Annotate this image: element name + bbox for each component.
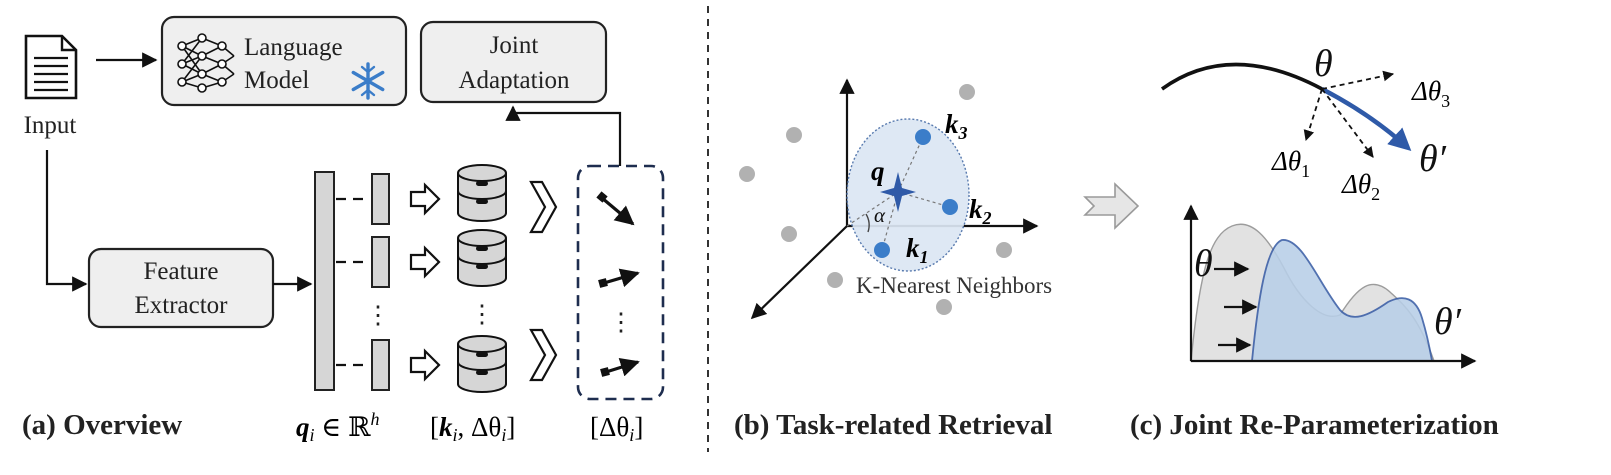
q-point-label: q [871,156,885,186]
delta-theta-3-label: Δθ3 [1411,76,1450,111]
document-icon [24,34,78,100]
caption-a: (a) Overview [22,409,182,441]
joint-adaptation-label-line2: Adaptation [458,67,570,94]
hollow-arrow-icon [409,245,441,279]
delta-vector-3 [1321,70,1395,90]
query-sub-vector [371,236,390,288]
caption-b: (b) Task-related Retrieval [734,409,1052,441]
input-label: Input [24,112,77,139]
feature-extractor-label-line2: Extractor [134,292,228,319]
ellipsis-query: ⋮ [366,302,391,329]
joint-adaptation-label-line1: Joint [490,32,539,59]
shifted-distribution [1251,239,1434,362]
delta-vector-1 [1303,88,1323,142]
selected-deltas-box [576,164,665,401]
q-label: qi ∈ ℝh [296,409,379,445]
delta-list-label: [Δθi] [590,412,643,445]
arrow-input-to-feature-extractor [45,150,88,292]
chevron-icon [529,180,558,234]
panel-b-retrieval: α q k3 k2 k1 K-Nearest Neighbors (b) Tas… [734,78,1052,441]
k-delta-label: [ki, Δθi] [430,412,515,445]
database-icon [457,335,507,393]
feature-extractor-box [87,247,275,329]
transition-arrow-icon [1083,182,1140,230]
query-star-icon [880,172,916,212]
delta-vector-2 [1321,88,1374,158]
language-model-label-line1: Language [244,34,343,61]
database-icon [457,229,507,287]
theta-label: θ [1314,43,1333,85]
chevron-icon [529,328,558,382]
knn-region [846,118,970,272]
parameter-trajectory [1160,62,1323,91]
joint-adaptation-box [419,20,608,104]
retrieval-row-1 [336,173,441,225]
ellipsis-database: ⋮ [470,301,495,328]
delta-arrow-icon [596,191,635,226]
neighbor-k3 [915,129,931,145]
neural-network-icon [177,33,235,93]
hollow-arrow-icon [409,182,441,216]
retrieval-row-3 [336,339,441,391]
query-sub-vector [371,173,390,225]
delta-theta-2-label: Δθ2 [1341,169,1380,204]
panel-c-reparam: θ Δθ3 Δθ1 Δθ2 θ′ θ θ′ (c) Joint Re-Param… [1130,43,1499,441]
neighbor-k1 [874,242,890,258]
language-model-label-line2: Model [244,67,309,94]
other-points [739,84,1012,315]
delta-arrow-icon [598,268,640,288]
dist-theta-prime-label: θ′ [1434,301,1462,343]
query-sub-vector [371,339,390,391]
arrow-to-joint-adaptation [505,105,622,166]
k2-label: k2 [969,194,992,228]
axis-y [750,225,848,320]
theta-prime-label: θ′ [1419,138,1447,180]
neighbor-k2 [942,199,958,215]
panel-a-overview: Input Language Model Joint Adaptation [22,15,665,445]
k3-label: k3 [945,109,968,143]
updated-trajectory [1320,87,1412,152]
alpha-label: α [874,203,886,227]
query-vector-bar [314,171,335,391]
delta-arrow-icon [600,357,640,377]
ellipsis-deltas: ⋮ [609,309,634,336]
caption-c: (c) Joint Re-Parameterization [1130,409,1499,441]
knn-label: K-Nearest Neighbors [856,273,1052,298]
hollow-arrow-icon [409,348,441,382]
dist-theta-label: θ [1194,243,1213,285]
delta-theta-1-label: Δθ1 [1271,146,1310,181]
feature-extractor-label-line1: Feature [144,258,219,285]
snowflake-icon [351,62,385,100]
k1-label: k1 [906,233,929,267]
database-icon [457,164,507,222]
retrieval-row-2 [336,236,441,288]
